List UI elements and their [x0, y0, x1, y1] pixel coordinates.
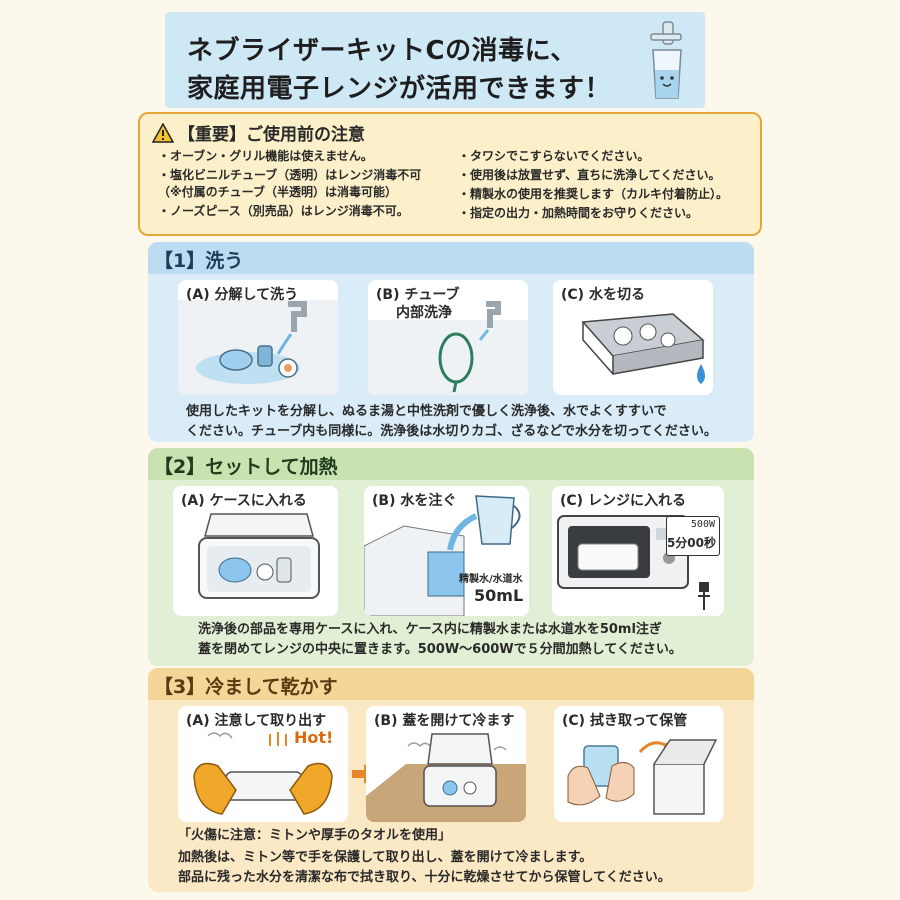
- step-2-desc-1: 洗浄後の部品を専用ケースに入れ、ケース内に精製水または水道水を50ml注ぎ: [198, 622, 662, 637]
- drain-basket-icon: [581, 313, 705, 384]
- step-3-desc-1: 加熱後は、ミトン等で手を保護して取り出し、蓋を開けて冷まします。: [178, 850, 593, 865]
- case-with-parts-icon: [198, 513, 320, 599]
- step-2c-label: (C) レンジに入れる: [560, 493, 686, 509]
- nebulizer-cup-icon: [650, 21, 682, 99]
- timer-display: 500W 5分00秒: [666, 516, 720, 556]
- step-3-title: 【3】冷まして乾かす: [154, 676, 338, 698]
- open-case-cooling-icon: [366, 733, 526, 822]
- header-line-1: ネブライザーキットCの消毒に、: [187, 36, 577, 66]
- step-1-desc-1: 使用したキットを分解し、ぬるま湯と中性洗剤で優しく洗浄後、水でよくすすいで: [186, 404, 667, 419]
- warning-icon: [152, 122, 174, 143]
- header-banner: ネブライザーキットCの消毒に、 家庭用電子レンジが活用できます！: [165, 12, 705, 108]
- step-1a-panel: (A) 分解して洗う: [178, 280, 338, 395]
- notice-item: ・精製水の使用を推奨します（カルキ付着防止）。: [458, 187, 729, 201]
- notice-title: 【重要】ご使用前の注意: [178, 125, 365, 145]
- step-2b-label: (B) 水を注ぐ: [372, 493, 457, 509]
- mitten-removal-icon: [193, 732, 333, 815]
- important-notice: 【重要】ご使用前の注意 ・オーブン・グリル機能は使えません。 ・塩化ビニルチュー…: [138, 112, 762, 236]
- step-3a-label: (A) 注意して取り出す: [186, 713, 327, 729]
- step-3-caution: 「火傷に注意：ミトンや厚手のタオルを使用」: [178, 828, 452, 843]
- step-2b-panel: (B) 水を注ぐ 精製水/水道水 50mL: [364, 486, 529, 616]
- wipe-and-store-icon: [567, 739, 718, 815]
- step-1-desc-2: ください。チューブ内も同様に。洗浄後は水切りカゴ、ざるなどで水分を切ってください…: [186, 424, 717, 439]
- step-2c-panel: (C) レンジに入れる 500W 5分00秒: [552, 486, 724, 616]
- sink-washing-icon: [178, 300, 338, 395]
- tube-washing-icon: [368, 301, 528, 395]
- step-1-title: 【1】洗う: [154, 250, 244, 272]
- hot-label: Hot!: [294, 728, 334, 747]
- step-2-title: 【2】セットして加熱: [154, 456, 338, 478]
- step-1b-panel: (B) チューブ 内部洗浄: [368, 280, 528, 395]
- notice-item: ・オーブン・グリル機能は使えません。: [158, 149, 373, 163]
- step-2a-panel: (A) ケースに入れる: [173, 486, 338, 616]
- time-readout: 5分00秒: [666, 536, 716, 550]
- step-3-desc-2: 部品に残った水分を清潔な布で拭き取り、十分に乾燥させてから保管してください。: [178, 870, 671, 885]
- step-1a-label: (A) 分解して洗う: [186, 287, 299, 303]
- header-line-2: 家庭用電子レンジが活用できます！: [187, 74, 612, 104]
- notice-item: ・使用後は放置せず、直ちに洗浄してください。: [458, 168, 721, 182]
- step-1-wash: 【1】洗う (A) 分解して洗う (B) チューブ 内部洗浄 (C) 水を切る: [148, 242, 754, 442]
- notice-item: ・タワシでこすらないでください。: [458, 149, 650, 163]
- step-1c-label: (C) 水を切る: [561, 287, 645, 303]
- step-3b-panel: (B) 蓋を開けて冷ます: [366, 706, 526, 822]
- power-readout: 500W: [690, 519, 715, 530]
- pour-water-icon: [364, 495, 521, 616]
- notice-item: （※付属のチューブ（半透明）は消毒可能）: [158, 185, 397, 199]
- microwave-icon: [557, 515, 710, 610]
- water-amount-label: 50mL: [474, 586, 524, 605]
- notice-item: ・指定の出力・加熱時間をお守りください。: [458, 206, 699, 220]
- notice-right-list: ・タワシでこすらないでください。 ・使用後は放置せず、直ちに洗浄してください。 …: [458, 148, 728, 224]
- step-3a-panel: (A) 注意して取り出す Hot!: [178, 706, 348, 822]
- step-1b-label-1: (B) チューブ: [376, 287, 460, 303]
- step-3b-label: (B) 蓋を開けて冷ます: [374, 713, 515, 729]
- step-2-heat: 【2】セットして加熱 (A) ケースに入れる (B) 水を注ぐ 精製水/水道水 …: [148, 448, 754, 666]
- notice-item: ・ノーズピース（別売品）はレンジ消毒不可。: [158, 204, 409, 218]
- notice-item: ・塩化ビニルチューブ（透明）はレンジ消毒不可: [158, 168, 422, 182]
- step-2-desc-2: 蓋を閉めてレンジの中央に置きます。500W〜600Wで５分間加熱してください。: [198, 642, 682, 657]
- step-2a-label: (A) ケースに入れる: [181, 493, 307, 509]
- water-type-label: 精製水/水道水: [459, 574, 523, 585]
- notice-left-list: ・オーブン・グリル機能は使えません。 ・塩化ビニルチューブ（透明）はレンジ消毒不…: [158, 148, 421, 222]
- step-3-cool-dry: 【3】冷まして乾かす (A) 注意して取り出す Hot! (B) 蓋を開けて冷ま…: [148, 668, 754, 892]
- step-1b-label-2: 内部洗浄: [396, 305, 452, 321]
- step-1c-panel: (C) 水を切る: [553, 280, 713, 395]
- step-3c-panel: (C) 拭き取って保管: [554, 706, 724, 822]
- step-3c-label: (C) 拭き取って保管: [562, 713, 688, 729]
